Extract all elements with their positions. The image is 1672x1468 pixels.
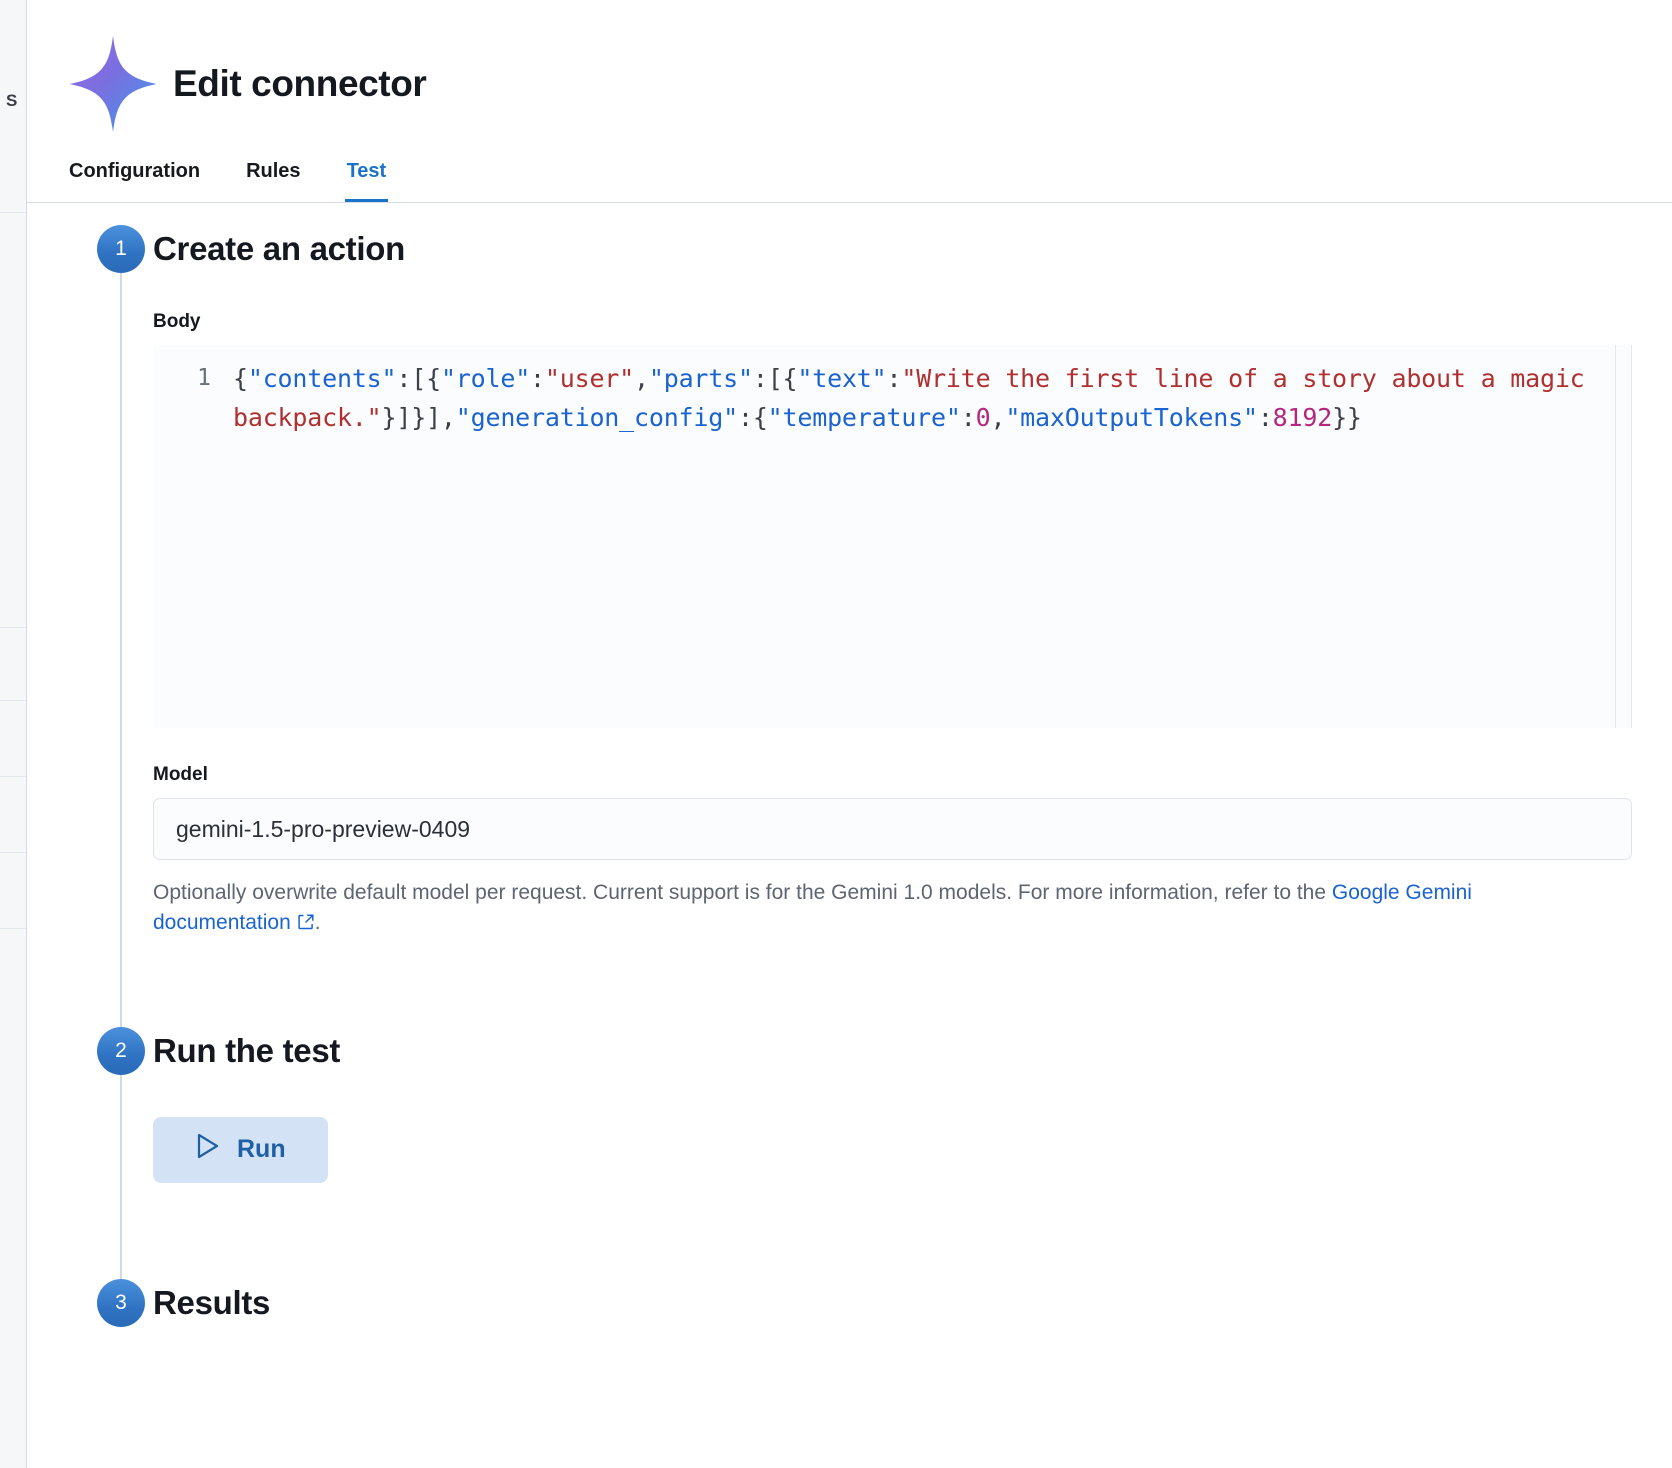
code-content[interactable]: {"contents":[{"role":"user","parts":[{"t… <box>233 359 1631 437</box>
background-text: S <box>6 91 18 110</box>
page-title: Edit connector <box>173 62 427 104</box>
model-input[interactable] <box>153 798 1632 860</box>
code-token-punct: :[{ <box>396 364 441 393</box>
code-token-key: "generation_config" <box>455 403 738 432</box>
code-token-num: 8192 <box>1272 403 1333 432</box>
edit-connector-flyout: Edit connector Configuration Rules Test … <box>27 0 1672 1468</box>
tab-rules[interactable]: Rules <box>246 160 301 182</box>
background-divider <box>0 212 26 213</box>
step-rail <box>120 273 122 1037</box>
code-token-punct: :[{ <box>752 364 798 393</box>
step-results: 3 Results <box>67 1278 1632 1327</box>
step-1-badge: 1 <box>97 225 145 273</box>
tab-configuration[interactable]: Configuration <box>69 160 201 182</box>
code-token-punct: :{ <box>737 403 768 432</box>
step-create-an-action: 1 Create an action Body 1 {"contents":[{… <box>67 203 1632 1037</box>
code-token-key: "temperature" <box>767 403 961 432</box>
step-3-title: Results <box>153 1283 271 1321</box>
code-token-punct: , <box>634 364 649 393</box>
external-link-icon <box>297 910 315 940</box>
code-token-key: "maxOutputTokens" <box>1005 403 1258 432</box>
code-token-str: "Write the first line of a story about a… <box>233 364 1600 432</box>
title-row: Edit connector <box>67 34 1632 134</box>
model-help-text: Optionally overwrite default model per r… <box>153 878 1603 941</box>
run-button-label: Run <box>237 1135 286 1164</box>
step-rail <box>120 1074 122 1279</box>
model-help-before: Optionally overwrite default model per r… <box>153 881 1332 904</box>
code-token-str: "user" <box>544 364 635 393</box>
body-code-editor[interactable]: 1 {"contents":[{"role":"user","parts":[{… <box>153 345 1632 728</box>
code-token-punct: : <box>960 403 976 432</box>
code-token-punct: , <box>990 403 1006 432</box>
google-gemini-documentation-link[interactable]: Google Gemini documentation <box>153 881 1472 935</box>
gemini-sparkle-icon <box>69 35 157 133</box>
code-token-punct: : <box>886 364 902 393</box>
code-token-punct: }} <box>1332 403 1362 432</box>
test-steps: 1 Create an action Body 1 {"contents":[{… <box>27 203 1672 1327</box>
code-token-key: "text" <box>797 364 887 393</box>
step-run-the-test: 2 Run the test Run <box>67 1026 1632 1279</box>
step-1-body: Body 1 {"contents":[{"role":"user","part… <box>153 273 1632 1027</box>
background-divider <box>0 776 26 777</box>
body-field-label: Body <box>153 311 201 332</box>
flyout-header: Edit connector <box>27 0 1672 134</box>
code-token-punct: : <box>1257 403 1273 432</box>
code-token-punct: : <box>530 364 545 393</box>
step-3-badge: 3 <box>97 1278 145 1327</box>
code-token-key: "parts" <box>648 364 753 393</box>
background-divider <box>0 852 26 853</box>
tab-test[interactable]: Test <box>344 160 389 202</box>
step-2-badge: 2 <box>97 1026 145 1075</box>
step-1-title: Create an action <box>153 230 405 267</box>
code-token-key: "role" <box>440 364 531 393</box>
tab-bar: Configuration Rules Test <box>27 160 1672 203</box>
model-field-label: Model <box>153 764 208 785</box>
code-token-punct: { <box>233 364 248 393</box>
background-divider <box>0 627 26 628</box>
run-button[interactable]: Run <box>153 1116 328 1183</box>
step-2-body: Run <box>153 1075 1632 1279</box>
code-line-1: 1 {"contents":[{"role":"user","parts":[{… <box>153 345 1631 437</box>
line-number: 1 <box>197 365 211 391</box>
model-help-after: . <box>314 911 321 935</box>
background-divider <box>0 700 26 701</box>
code-token-key: "contents" <box>247 364 397 393</box>
code-token-punct: }]}], <box>381 403 456 432</box>
play-icon <box>195 1132 221 1167</box>
background-divider <box>0 928 26 929</box>
code-token-num: 0 <box>975 403 991 432</box>
background-page-strip: S <box>0 0 27 1468</box>
step-2-title: Run the test <box>153 1031 341 1069</box>
editor-scrollbar[interactable] <box>1615 345 1631 728</box>
